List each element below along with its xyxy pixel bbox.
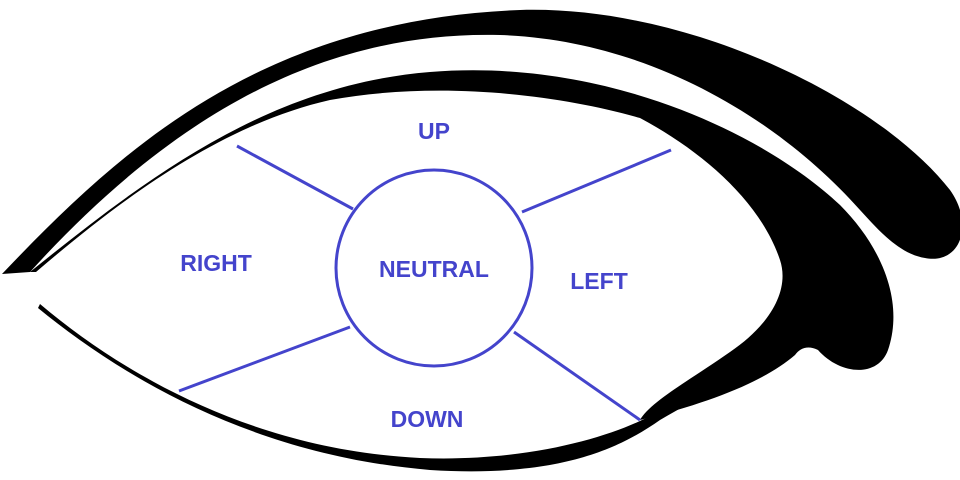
neutral-circle <box>334 168 534 368</box>
label-left: LEFT <box>570 268 628 294</box>
divider-lower-left-region <box>513 330 641 422</box>
label-neutral: NEUTRAL <box>379 256 489 282</box>
divider-lower-right-region <box>178 325 351 393</box>
divider-upper-right-region <box>236 144 354 211</box>
eye-brow-outline <box>2 9 960 274</box>
divider-lines <box>178 144 672 422</box>
lower-eyelid-outline <box>38 304 720 472</box>
label-right: RIGHT <box>180 250 252 276</box>
label-down: DOWN <box>391 406 464 432</box>
divider-upper-left-region <box>521 148 672 214</box>
label-up: UP <box>418 118 450 144</box>
